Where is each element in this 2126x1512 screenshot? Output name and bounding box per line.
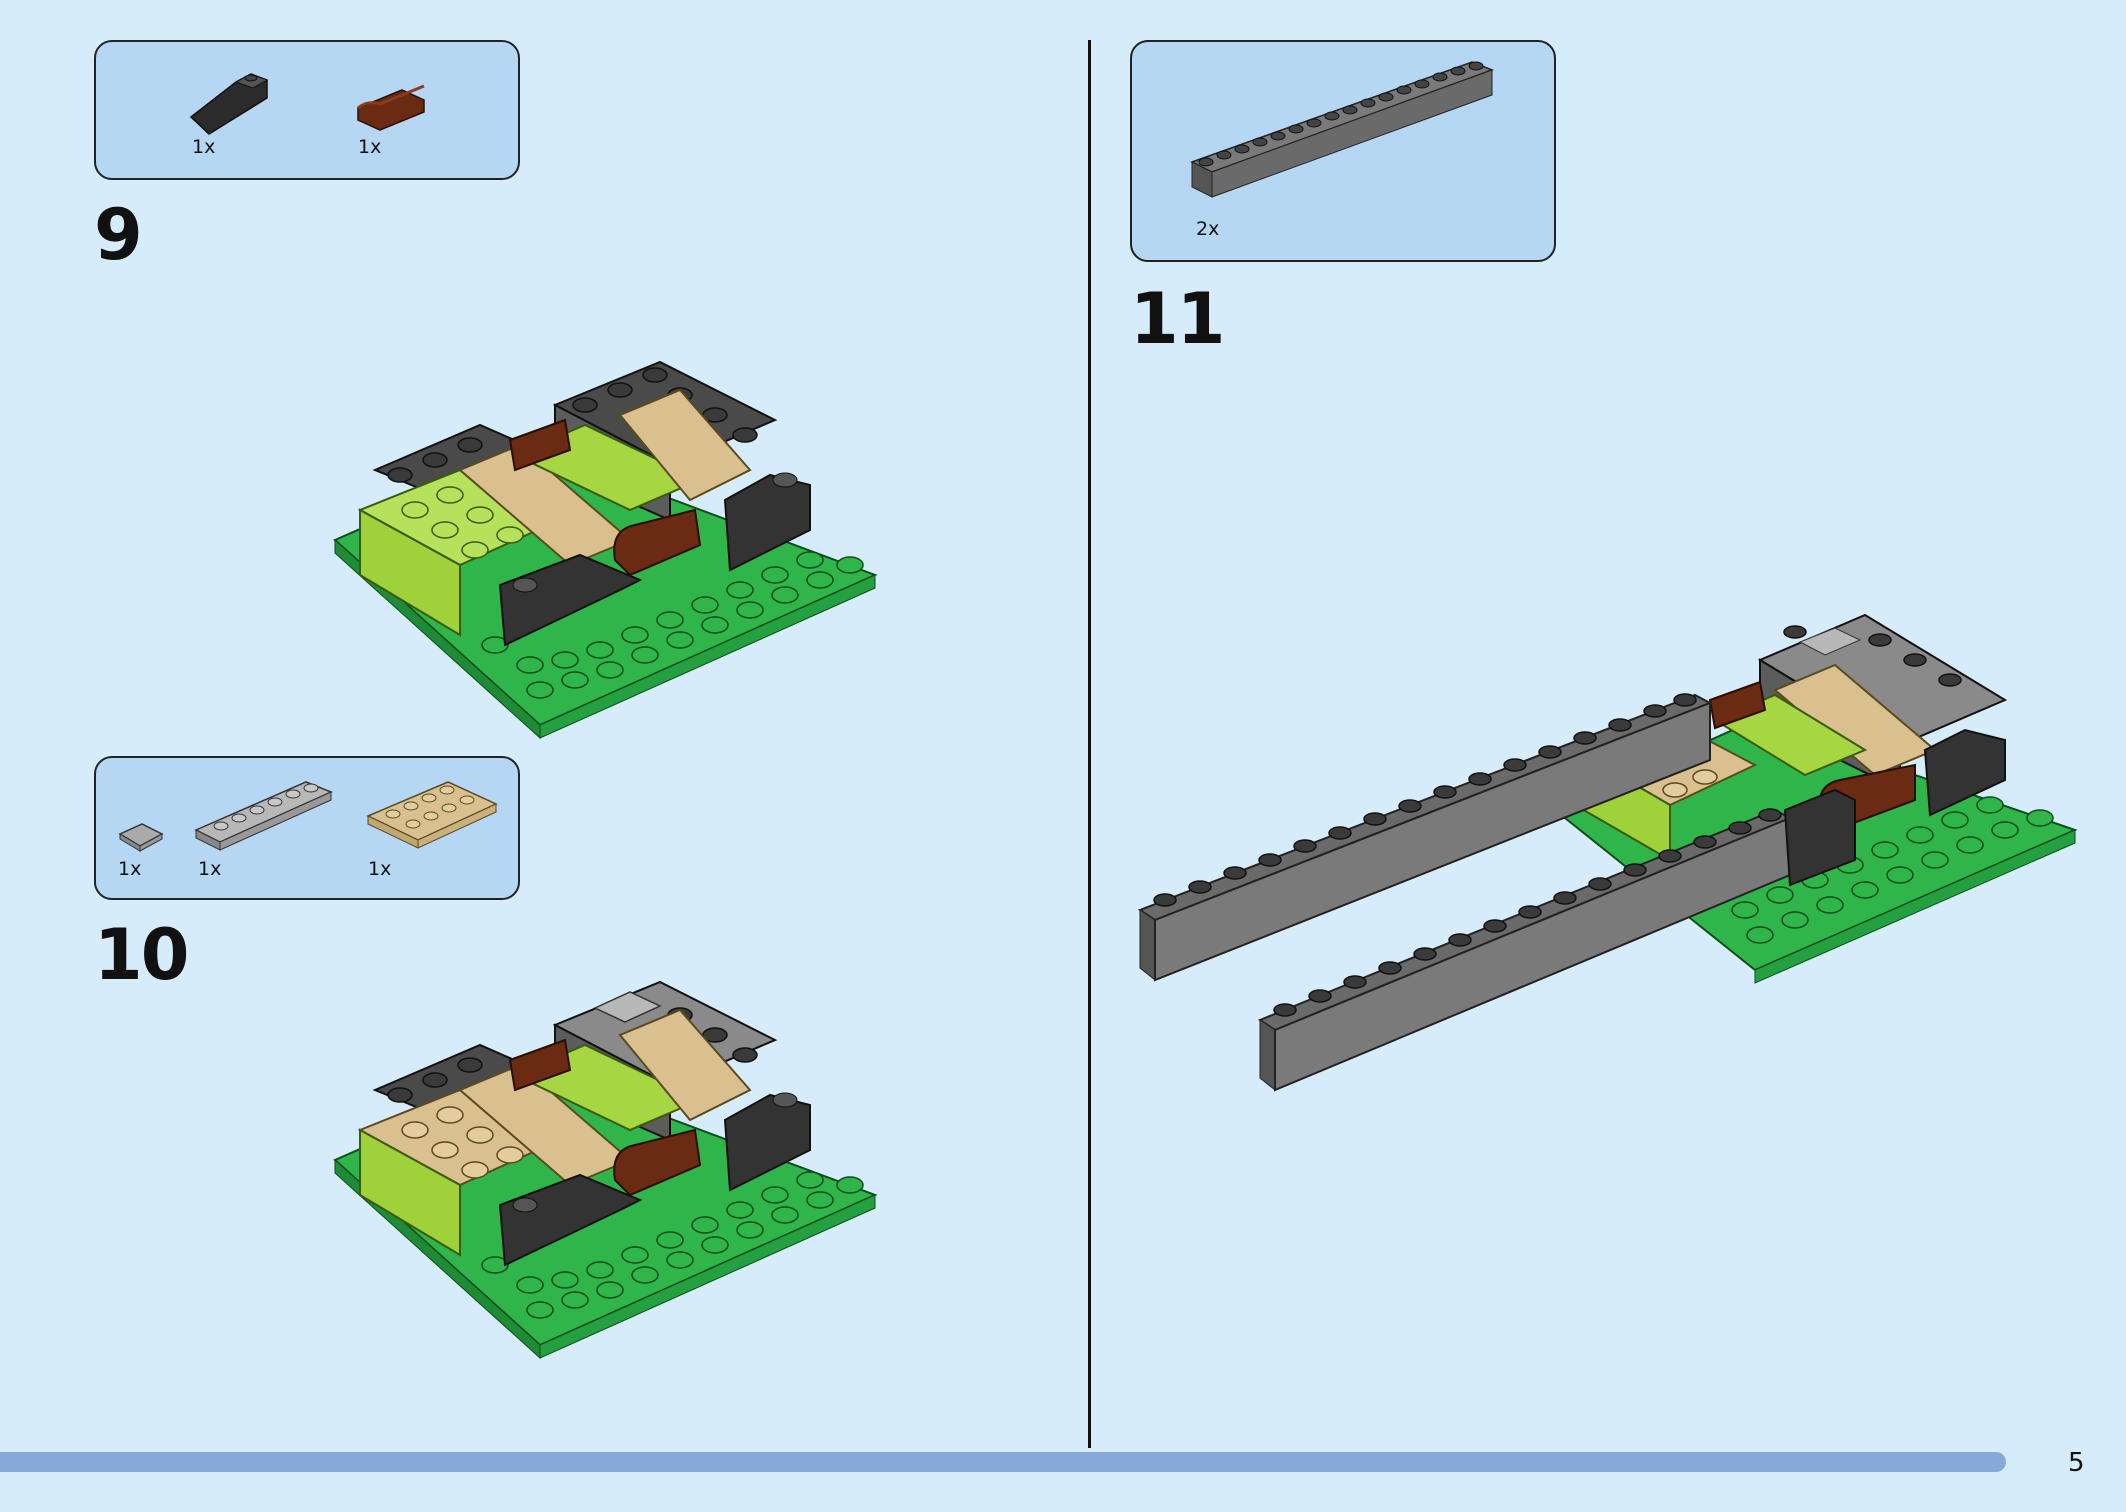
dark-gray-brick-1x16-icon: [1190, 61, 1495, 198]
part-quantity: 1x: [192, 136, 216, 158]
step-number: 11: [1130, 278, 1225, 360]
step-11-model-illustration: [1137, 613, 2078, 1092]
page-number: 5: [2068, 1448, 2085, 1478]
gray-tile-icon: [118, 823, 164, 852]
brown-curved-brick-icon: [357, 84, 425, 131]
part-quantity: 1x: [198, 858, 222, 880]
parts-callout-step-11: 2x: [1130, 40, 1556, 262]
gray-plate-1x6-icon: [194, 781, 333, 851]
parts-callout-step-9: 1x 1x: [94, 40, 520, 180]
part-quantity: 2x: [1196, 218, 1220, 240]
part-quantity: 1x: [358, 136, 382, 158]
black-slope-brick-icon: [189, 73, 269, 135]
progress-bar: [0, 1452, 2026, 1472]
part-quantity: 1x: [368, 858, 392, 880]
step-number: 9: [94, 194, 143, 276]
step-number: 10: [94, 914, 189, 996]
step-9-model-illustration: [333, 360, 878, 740]
tan-plate-2x4-icon: [366, 781, 498, 849]
parts-callout-step-10: 1x 1x 1x: [94, 756, 520, 900]
progress-bar-fill: [0, 1452, 2006, 1472]
part-quantity: 1x: [118, 858, 142, 880]
step-10-model-illustration: [333, 980, 878, 1360]
page-divider: [1088, 40, 1091, 1448]
